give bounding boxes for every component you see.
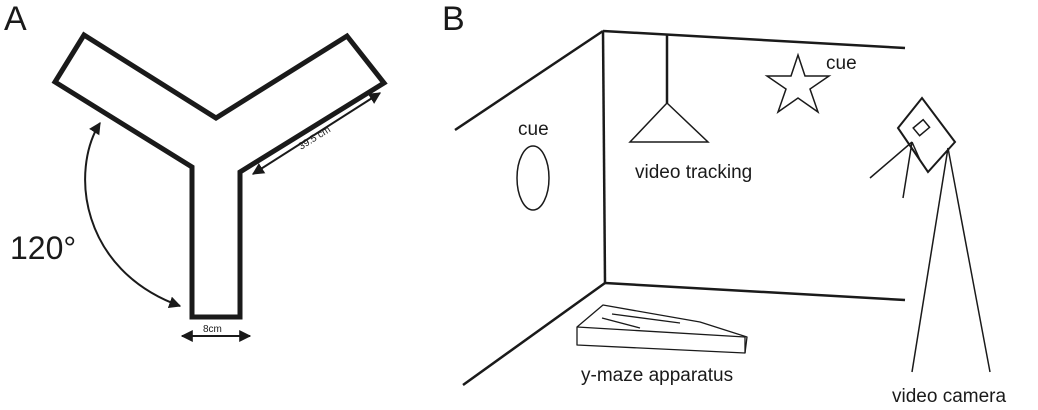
angle-label: 120° — [10, 230, 76, 266]
panel-a: A 120° 39.5 cm 8cm — [4, 0, 388, 342]
panel-b-letter: B — [442, 0, 465, 38]
video-camera-icon — [869, 96, 991, 373]
video-camera-label: video camera — [892, 386, 1006, 407]
panel-a-letter: A — [4, 0, 27, 38]
cue-ellipse-icon — [516, 145, 550, 211]
apparatus-label: y-maze apparatus — [581, 365, 733, 386]
arm-width-label: 8cm — [203, 324, 222, 335]
y-maze-apparatus-icon — [576, 304, 748, 354]
cue-left-label: cue — [518, 119, 549, 140]
room-outline — [454, 29, 906, 387]
angle-arrow — [84, 121, 182, 308]
y-maze-outline — [51, 31, 388, 320]
video-tracking-label: video tracking — [635, 162, 752, 183]
arm-length-dimension-line — [251, 92, 382, 175]
cue-top-label: cue — [826, 53, 857, 74]
cue-star-icon — [764, 52, 832, 114]
video-tracking-fixture-icon — [628, 34, 710, 143]
panel-b: B cue video tracking cue — [442, 0, 1006, 407]
